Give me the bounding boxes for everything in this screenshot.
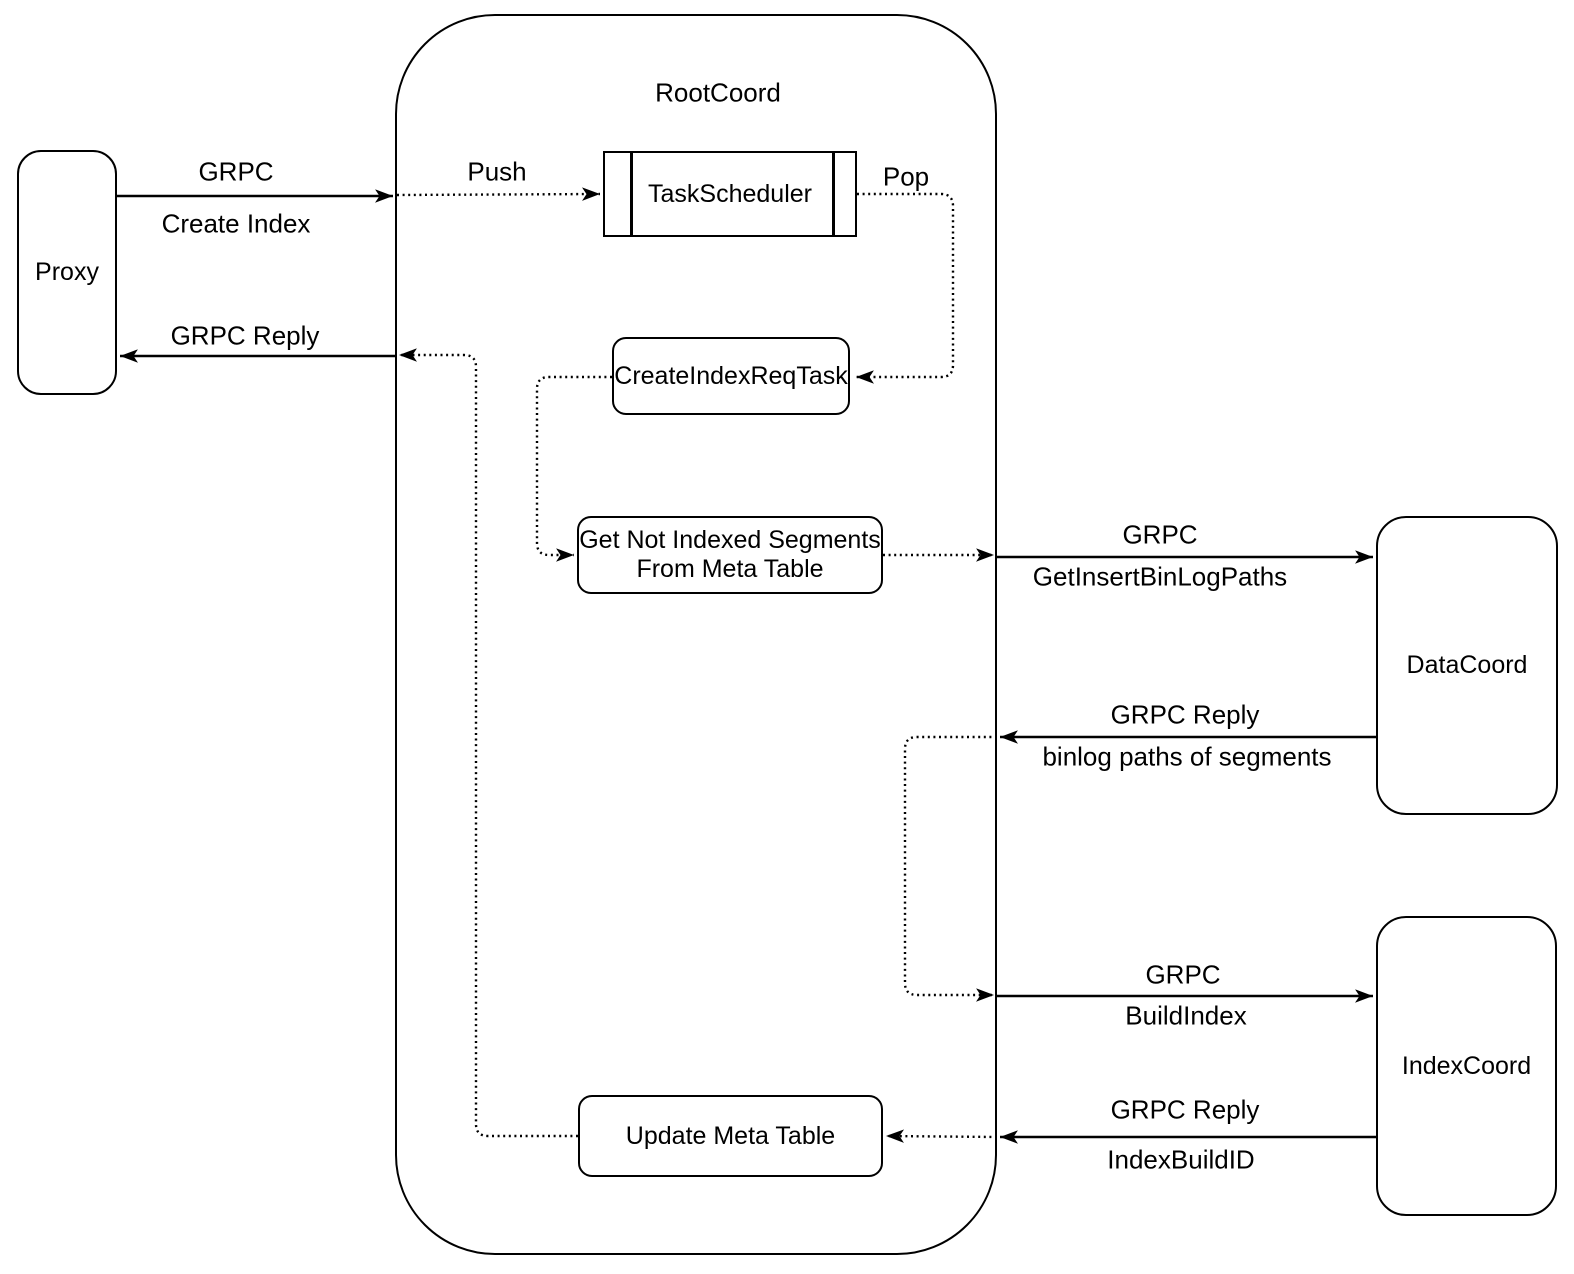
edge-binlog-internal-line bbox=[903, 735, 997, 1002]
index-reply-protocol-label: GRPC Reply bbox=[1108, 1094, 1262, 1126]
index-coord-node: IndexCoord bbox=[1376, 916, 1557, 1216]
proxy-node: Proxy bbox=[17, 150, 117, 395]
rootcoord-container: RootCoord bbox=[395, 14, 997, 1255]
binlog-reply-payload-label: binlog paths of segments bbox=[1040, 741, 1334, 773]
queue-divider-left bbox=[630, 153, 633, 235]
create-index-method-label: Create Index bbox=[159, 208, 313, 240]
binlog-reply-protocol-label: GRPC Reply bbox=[1108, 699, 1262, 731]
queue-divider-right bbox=[832, 153, 835, 235]
build-index-method-label: BuildIndex bbox=[1123, 1000, 1249, 1032]
create-index-req-task-node: CreateIndexReqTask bbox=[612, 337, 850, 415]
create-index-req-task-label: CreateIndexReqTask bbox=[614, 361, 848, 390]
update-meta-table-node: Update Meta Table bbox=[578, 1095, 883, 1177]
data-coord-label: DataCoord bbox=[1406, 651, 1528, 679]
index-coord-label: IndexCoord bbox=[1401, 1051, 1532, 1080]
get-not-indexed-segments-node: Get Not Indexed Segments From Meta Table bbox=[577, 516, 883, 594]
task-scheduler-label: TaskScheduler bbox=[648, 179, 812, 208]
build-index-protocol-label: GRPC bbox=[1143, 959, 1223, 991]
edge-push-line bbox=[396, 187, 601, 201]
edge-updatemeta-to-border-line bbox=[399, 348, 578, 1138]
data-coord-node: DataCoord bbox=[1376, 516, 1558, 815]
get-binlog-method-label: GetInsertBinLogPaths bbox=[1030, 561, 1290, 593]
edge-task-to-segments-line bbox=[535, 375, 612, 562]
get-not-indexed-line2: From Meta Table bbox=[636, 555, 824, 583]
get-not-indexed-line1: Get Not Indexed Segments bbox=[579, 526, 881, 554]
reply-to-proxy-label: GRPC Reply bbox=[168, 320, 322, 352]
rootcoord-title: RootCoord bbox=[655, 77, 781, 108]
edge-reply-to-updatemeta-line bbox=[885, 1129, 998, 1143]
get-not-indexed-segments-label: Get Not Indexed Segments From Meta Table bbox=[579, 526, 881, 584]
create-index-protocol-label: GRPC bbox=[196, 156, 276, 188]
task-scheduler-node: TaskScheduler bbox=[603, 151, 857, 237]
index-reply-payload-label: IndexBuildID bbox=[1105, 1144, 1257, 1176]
push-label: Push bbox=[465, 156, 529, 188]
proxy-label: Proxy bbox=[35, 258, 99, 286]
update-meta-table-label: Update Meta Table bbox=[625, 1121, 836, 1150]
pop-label: Pop bbox=[880, 161, 932, 193]
get-binlog-protocol-label: GRPC bbox=[1120, 519, 1200, 551]
